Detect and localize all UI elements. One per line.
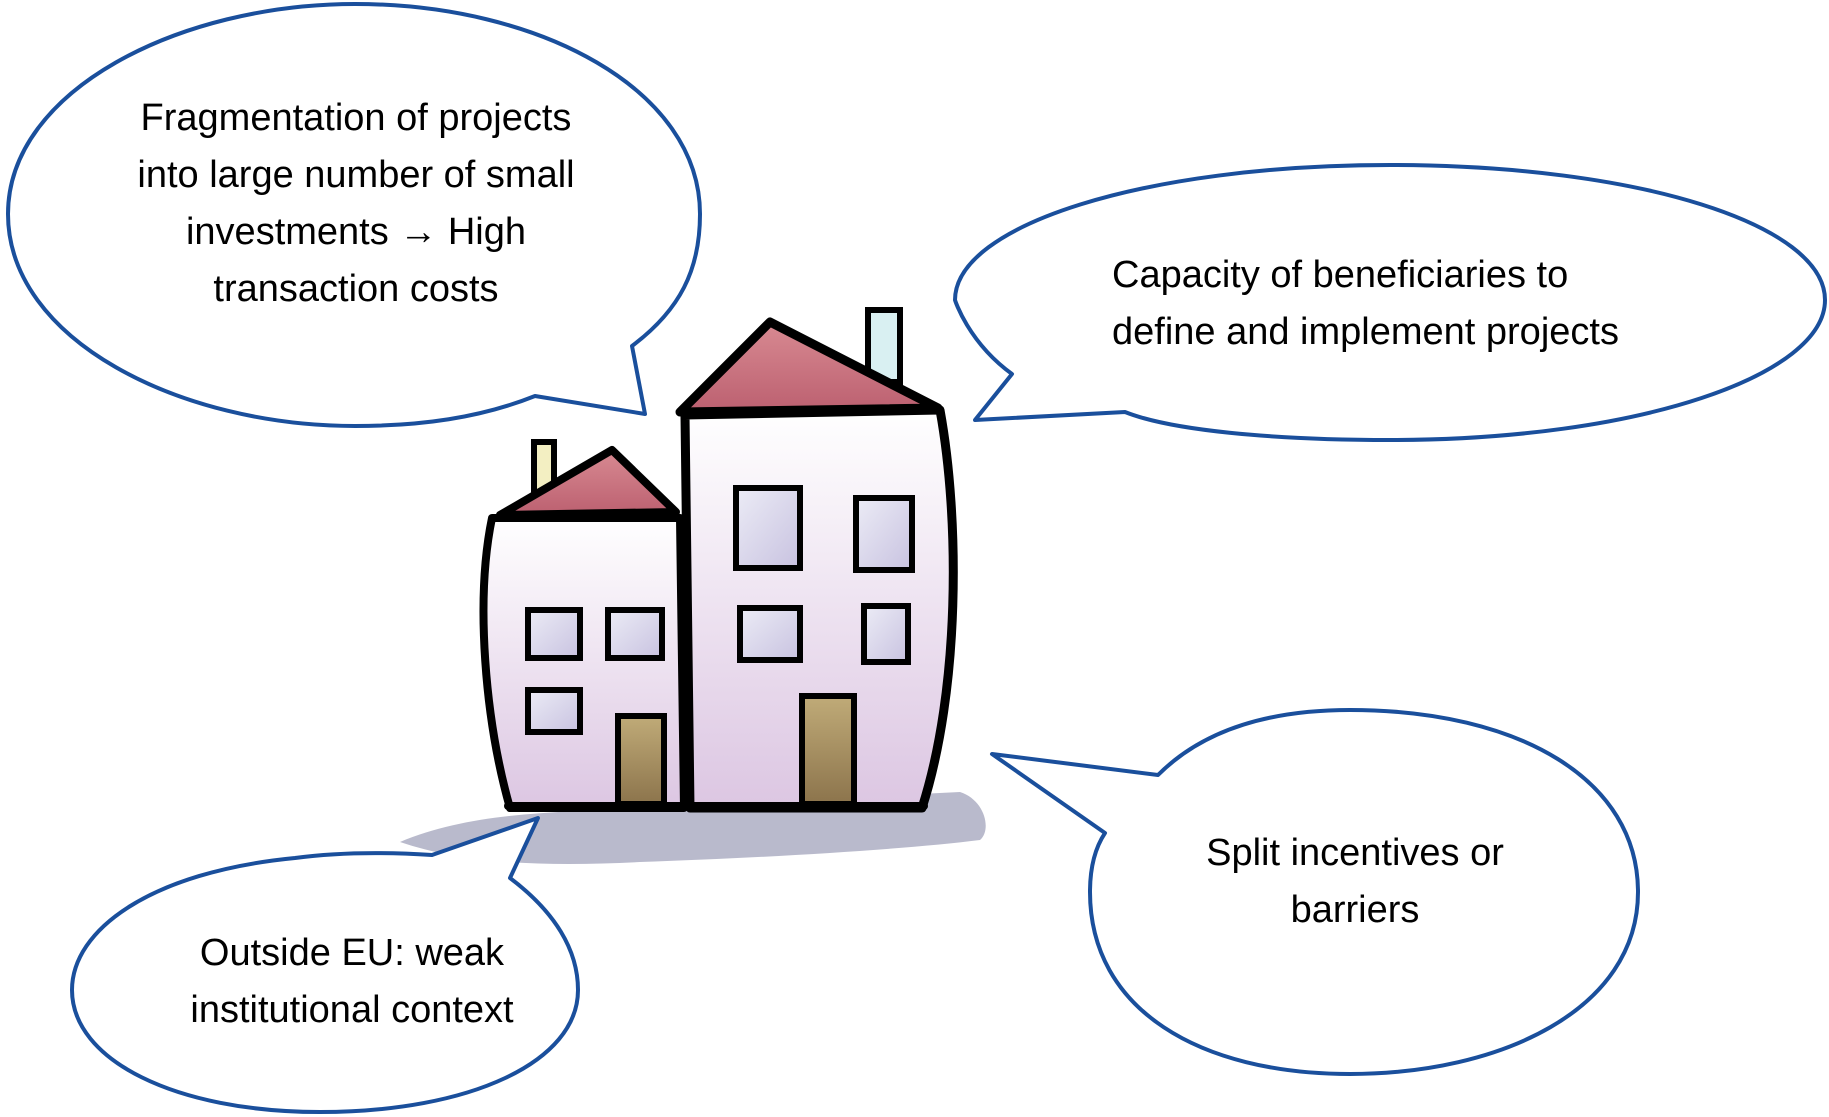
callout-text-top-left: Fragmentation of projects into large num… bbox=[86, 90, 626, 318]
callout-text-bottom-left: Outside EU: weak institutional context bbox=[112, 925, 592, 1039]
callout-line: Fragmentation of projects bbox=[140, 97, 572, 139]
window bbox=[853, 495, 915, 573]
window bbox=[525, 607, 583, 661]
speech-bubble-bottom-left bbox=[70, 816, 580, 1114]
callout-line: Capacity of beneficiaries to bbox=[1112, 254, 1569, 296]
callout-line: transaction costs bbox=[213, 268, 499, 310]
callout-line: Outside EU: weak bbox=[199, 932, 505, 974]
window bbox=[733, 485, 803, 571]
window bbox=[525, 687, 583, 735]
speech-bubble-top-left bbox=[6, 2, 702, 428]
callout-line: into large number of small bbox=[137, 154, 575, 196]
callout-text-bottom-right: Split incentives or barriers bbox=[1150, 825, 1560, 939]
window bbox=[737, 605, 803, 663]
callout-line: institutional context bbox=[190, 989, 514, 1031]
callout-text-top-right: Capacity of beneficiaries to define and … bbox=[1112, 247, 1732, 361]
door bbox=[799, 693, 857, 807]
door bbox=[615, 713, 667, 807]
right-roof bbox=[675, 317, 943, 417]
speech-bubble-bottom-right bbox=[990, 708, 1640, 1076]
callout-line: investments → High bbox=[185, 211, 526, 253]
callout-line: barriers bbox=[1290, 889, 1420, 931]
callout-line: define and implement projects bbox=[1112, 311, 1619, 353]
houses-icon bbox=[400, 307, 986, 864]
window bbox=[861, 603, 911, 665]
speech-bubble-top-right bbox=[953, 163, 1827, 442]
left-roof bbox=[496, 446, 680, 519]
callout-line: Split incentives or bbox=[1206, 832, 1504, 874]
window bbox=[605, 607, 665, 661]
